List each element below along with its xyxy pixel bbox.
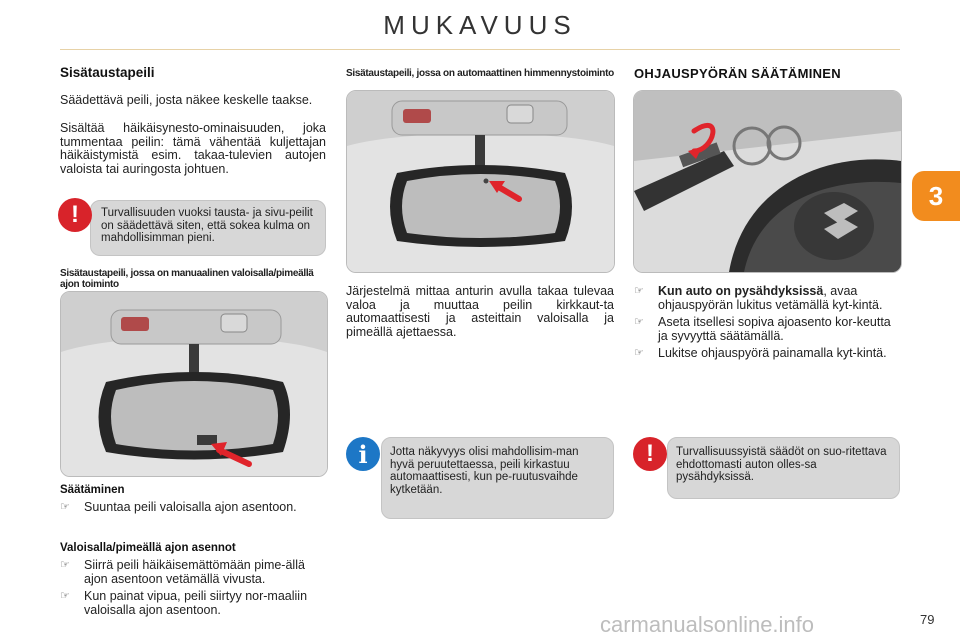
daynight-bullet-list: ☞ Siirrä peili häikäisemättömään pime-äl… <box>60 558 326 621</box>
pointing-hand-icon: ☞ <box>634 285 644 297</box>
daynight-bullet-text: Siirrä peili häikäisemättömään pime-ällä… <box>84 558 305 586</box>
chapter-tab[interactable]: 3 <box>912 171 960 221</box>
manual-mirror-photo <box>60 291 328 477</box>
adjust-heading: Säätäminen <box>60 484 125 496</box>
pointing-hand-icon: ☞ <box>60 559 70 571</box>
info-text: Jotta näkyvyys olisi mahdollisim-man hyv… <box>390 446 579 496</box>
figure-caption-auto: Sisätaustapeili, jossa on automaattinen … <box>346 68 614 79</box>
watermark: carmanualsonline.info <box>600 612 815 637</box>
list-item: ☞ Siirrä peili häikäisemättömään pime-äl… <box>60 558 326 586</box>
daynight-bullet-text: Kun painat vipua, peili siirtyy nor-maal… <box>84 589 308 617</box>
pointing-hand-icon: ☞ <box>60 590 70 602</box>
warning-box-stopped: Turvallisuussyistä säädöt on suo-ritetta… <box>667 437 900 499</box>
adjust-bullet-text: Suuntaa peili valoisalla ajon asentoon. <box>84 500 297 514</box>
list-item: ☞ Aseta itsellesi sopiva ajoasento kor-k… <box>634 315 900 343</box>
steering-wheel-photo <box>633 90 902 273</box>
section-heading-steering: OHJAUSPYÖRÄN SÄÄTÄMINEN <box>634 66 841 81</box>
auto-dimming-paragraph: Järjestelmä mittaa anturin avulla takaa … <box>346 284 614 339</box>
warning-text: Turvallisuuden vuoksi tausta- ja sivu-pe… <box>101 207 313 244</box>
steering-bullet-list: ☞ Kun auto on pysähdyksissä, avaa ohjaus… <box>634 284 900 365</box>
section-heading-mirror: Sisätaustapeili <box>60 65 155 80</box>
auto-mirror-illustration <box>347 91 614 272</box>
auto-mirror-photo <box>346 90 615 273</box>
bullet-bold-text: Kun auto on pysähdyksissä <box>658 284 824 298</box>
header-divider <box>60 49 900 50</box>
info-icon: i <box>346 437 380 471</box>
bullet-text: , avaa ohjauspyörän lukitus vetämällä ky… <box>658 284 883 312</box>
warning-box-blindspot: Turvallisuuden vuoksi tausta- ja sivu-pe… <box>90 200 326 256</box>
exclamation-icon: ! <box>633 437 667 471</box>
list-item: ☞ Kun auto on pysähdyksissä, avaa ohjaus… <box>634 284 900 312</box>
figure-caption-manual: Sisätaustapeili, jossa on manuaalinen va… <box>60 268 314 290</box>
pointing-hand-icon: ☞ <box>634 347 644 359</box>
page-header-title: MUKAVUUS <box>383 10 577 40</box>
manual-mirror-illustration <box>61 292 327 476</box>
mirror-intro-paragraph: Säädettävä peili, josta näkee keskelle t… <box>60 93 313 107</box>
bullet-text: Aseta itsellesi sopiva ajoasento kor-keu… <box>658 315 891 343</box>
mirror-antiglare-paragraph: Sisältää häikäisynesto-ominaisuuden, jok… <box>60 121 326 176</box>
pointing-hand-icon: ☞ <box>634 316 644 328</box>
bullet-text: Lukitse ohjauspyörä painamalla kyt-kintä… <box>658 346 887 360</box>
info-box-reverse: Jotta näkyvyys olisi mahdollisim-man hyv… <box>381 437 614 519</box>
exclamation-icon: ! <box>58 198 92 232</box>
list-item: ☞ Lukitse ohjauspyörä painamalla kyt-kin… <box>634 346 900 361</box>
pointing-hand-icon: ☞ <box>60 501 70 513</box>
page-number: 79 <box>920 612 935 627</box>
daynight-heading: Valoisalla/pimeällä ajon asennot <box>60 542 236 554</box>
list-item: ☞ Kun painat vipua, peili siirtyy nor-ma… <box>60 589 326 617</box>
warning-text: Turvallisuussyistä säädöt on suo-ritetta… <box>676 446 887 483</box>
steering-wheel-illustration <box>634 91 901 272</box>
adjust-bullet: ☞ Suuntaa peili valoisalla ajon asentoon… <box>60 500 350 515</box>
